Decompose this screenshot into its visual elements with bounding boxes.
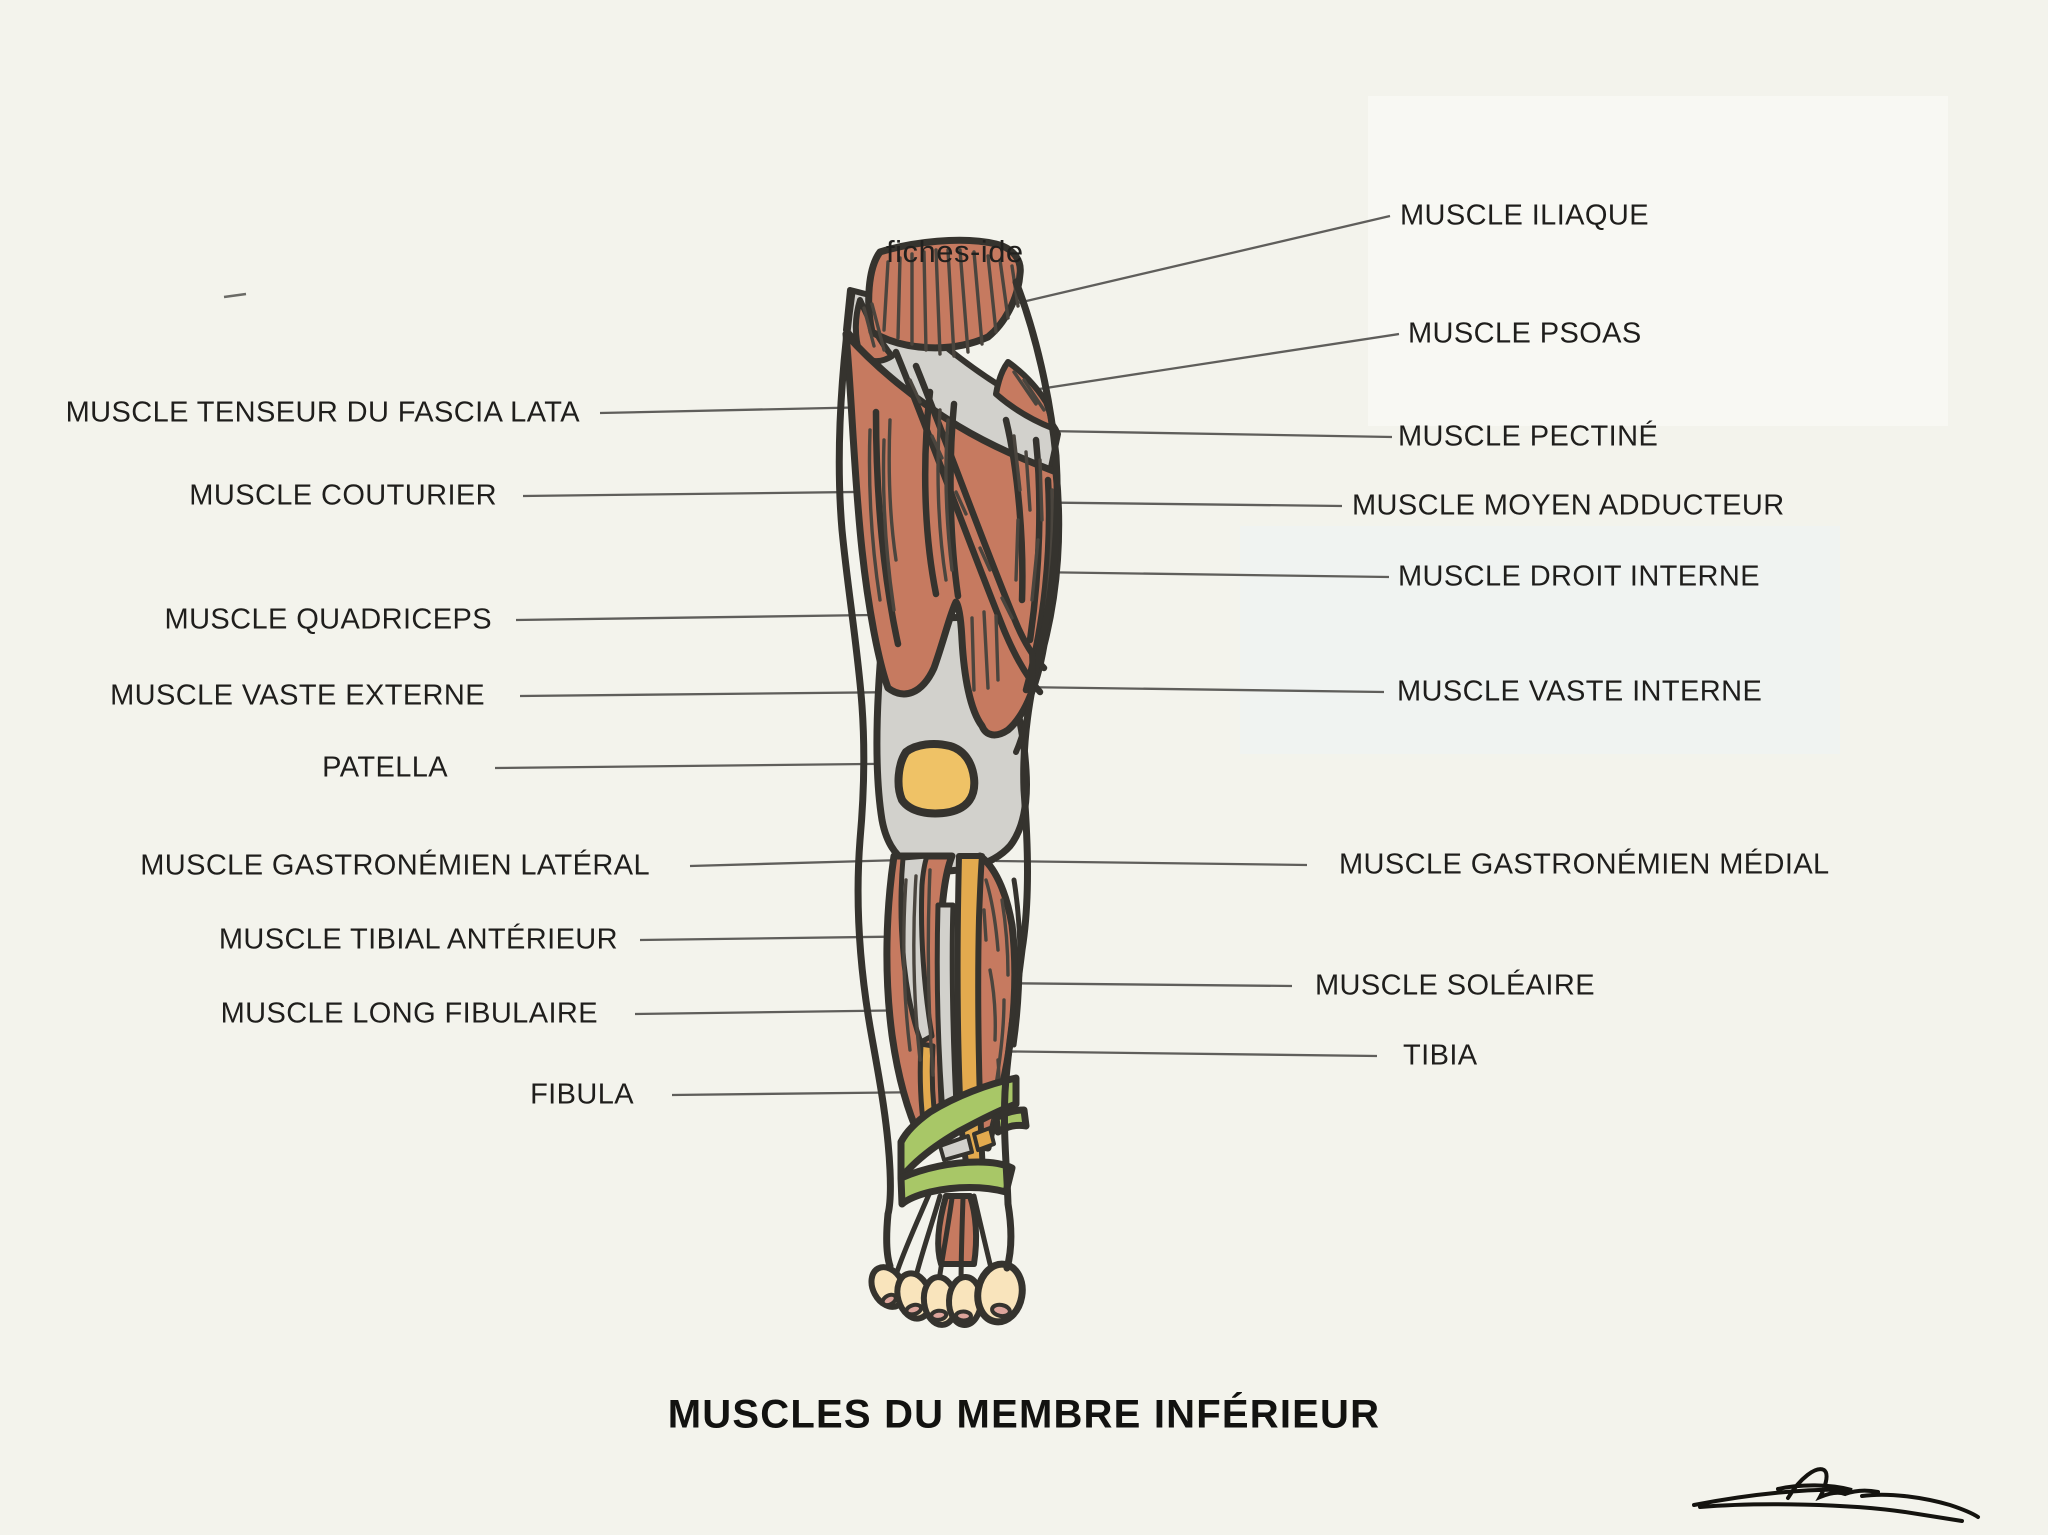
leader-lines	[494, 214, 1400, 1097]
leader-gastronemien-lateral	[689, 858, 903, 868]
label-tenseur-fascia-lata: MUSCLE TENSEUR DU FASCIA LATA	[65, 396, 580, 429]
leader-pectine	[1045, 429, 1393, 439]
patella-bone	[894, 740, 979, 818]
label-tibia: TIBIA	[1403, 1039, 1478, 1072]
watermark-fiches-ide: fiches-ide	[886, 234, 1024, 269]
label-fibula: FIBULA	[530, 1078, 634, 1111]
background-tint-top-right	[1368, 96, 1948, 426]
leader-vaste-interne	[1017, 685, 1385, 694]
label-pectine: MUSCLE PECTINÉ	[1398, 420, 1659, 453]
label-vaste-interne: MUSCLE VASTE INTERNE	[1397, 675, 1763, 708]
label-droit-interne: MUSCLE DROIT INTERNE	[1398, 560, 1760, 593]
label-gastronemien-lateral: MUSCLE GASTRONÉMIEN LATÉRAL	[140, 849, 650, 882]
page-title: MUSCLES DU MEMBRE INFÉRIEUR	[667, 1392, 1381, 1437]
background-tint-mid-right	[1240, 526, 1840, 754]
label-patella: PATELLA	[322, 751, 448, 784]
iliaque-muscle-fan	[865, 236, 1024, 352]
toes	[868, 1260, 1026, 1328]
label-quadriceps: MUSCLE QUADRICEPS	[164, 603, 492, 636]
foot-tendon-fan	[894, 1189, 995, 1291]
label-psoas: MUSCLE PSOAS	[1408, 317, 1642, 350]
central-tendon-grey	[934, 902, 960, 1128]
leader-vaste-externe	[519, 690, 911, 698]
label-soleaire: MUSCLE SOLÉAIRE	[1315, 969, 1595, 1002]
leader-tibia	[972, 1049, 1378, 1058]
leader-droit-interne	[1029, 570, 1390, 579]
label-vaste-externe: MUSCLE VASTE EXTERNE	[110, 679, 485, 712]
signature-scribble	[1692, 1467, 1980, 1523]
label-moyen-adducteur: MUSCLE MOYEN ADDUCTEUR	[1352, 489, 1785, 522]
leader-gastronemien-medial	[995, 859, 1308, 867]
label-couturier: MUSCLE COUTURIER	[189, 479, 497, 512]
label-tibial-anterieur: MUSCLE TIBIAL ANTÉRIEUR	[218, 923, 618, 956]
leader-fibula	[671, 1090, 933, 1097]
leader-tenseur-fascia-lata	[599, 405, 877, 415]
label-gastronemien-medial: MUSCLE GASTRONÉMIEN MÉDIAL	[1339, 848, 1830, 881]
strap-gap-orange	[972, 1126, 996, 1152]
leader-iliaque	[961, 214, 1391, 318]
thigh-fiber-streaks	[862, 248, 1055, 692]
skin-contours	[835, 278, 1061, 1272]
label-long-fibulaire: MUSCLE LONG FIBULAIRE	[220, 997, 598, 1030]
leader-long-fibulaire	[634, 1008, 926, 1016]
label-iliaque: MUSCLE ILIAQUE	[1400, 199, 1649, 232]
ankle-retinaculum-straps	[897, 1074, 1030, 1208]
strap-gap-grey	[938, 1134, 974, 1162]
stray-dash	[223, 292, 247, 299]
leader-soleaire	[983, 981, 1293, 988]
